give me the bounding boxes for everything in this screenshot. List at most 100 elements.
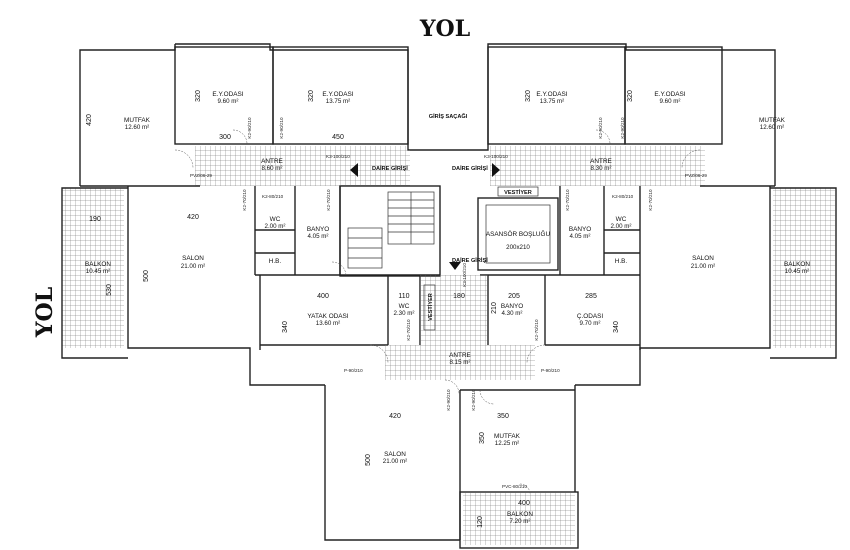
room-name: SALON — [692, 255, 714, 262]
room-name: BANYO — [569, 226, 591, 233]
room-area: 8.15 m² — [450, 359, 471, 366]
room-name: BALKON — [85, 261, 111, 268]
hb-label: H.B. — [269, 258, 282, 265]
room-name: MUTFAK — [759, 117, 786, 124]
room-name: BANYO — [307, 226, 329, 233]
door-tag: K2-70/210 — [534, 319, 539, 341]
door-tag: PVZ/06-29 — [685, 173, 707, 178]
dimension: 500 — [365, 454, 372, 466]
entrance-arrow-icons — [350, 163, 500, 270]
room-name: MUTFAK — [124, 117, 151, 124]
room-name: E.Y.ODASI — [536, 91, 567, 98]
room-name: Ç.ODASI — [577, 313, 604, 320]
dimension: 180 — [453, 293, 465, 300]
dimension: 420 — [389, 413, 401, 420]
room-area: 4.30 m² — [502, 310, 523, 317]
room-area: 8.30 m² — [591, 165, 612, 172]
room-area: 12.25 m² — [495, 440, 519, 447]
door-tag: K2-90/210 — [446, 389, 451, 411]
unit-entrance-label: DAİRE GİRİŞİ — [452, 165, 488, 172]
room-area: 9.70 m² — [580, 320, 601, 327]
road-label-top: YOL — [419, 16, 470, 42]
dimension-labels: 320 320 320 320 300 450 420 420 190 500 … — [86, 90, 634, 528]
room-name: BALKON — [507, 511, 533, 518]
dimension: 400 — [518, 500, 530, 507]
room-name: SALON — [384, 451, 406, 458]
door-tag: K3-100/210 — [484, 154, 508, 159]
dimension: 450 — [332, 134, 344, 141]
room-area: 12.60 m² — [760, 124, 784, 131]
dimension: 120 — [477, 516, 484, 528]
door-tag: K2-80/210 — [262, 194, 284, 199]
door-tag: PVC-80/210 — [502, 484, 527, 489]
coat-closet-label: VESTİYER — [504, 189, 532, 196]
door-swings — [174, 129, 701, 495]
upper-wings-outline — [79, 43, 776, 187]
room-area: 8.60 m² — [262, 165, 283, 172]
door-tag: K3-100/210 — [326, 154, 350, 159]
room-area: 13.60 m² — [316, 320, 340, 327]
dimension: 285 — [585, 293, 597, 300]
dimension: 320 — [308, 90, 315, 102]
door-tag: K2-70/210 — [565, 189, 570, 211]
room-name: ASANSÖR BOŞLUĞU — [486, 229, 551, 238]
dimension: 110 — [398, 293, 409, 300]
dimension: 320 — [525, 90, 532, 102]
dimension: 300 — [219, 134, 231, 141]
room-area: 21.00 m² — [691, 263, 715, 270]
dimension: 340 — [282, 321, 289, 333]
door-tag: K2-70/210 — [648, 189, 653, 211]
door-tag: K3-100/210 — [462, 263, 467, 287]
coat-closet-label: VESTİYER — [427, 293, 434, 321]
room-name: YATAK ODASI — [307, 313, 348, 320]
room-area: 10.45 m² — [785, 268, 809, 275]
lower-wing-walls — [324, 385, 576, 541]
arrow-down-icon — [449, 262, 461, 270]
road-label-left: YOL — [32, 287, 58, 338]
stair-core — [339, 185, 559, 277]
room-name: E.Y.ODASI — [654, 91, 685, 98]
door-tag: K2-90/210 — [471, 389, 476, 411]
dimension: 530 — [106, 284, 113, 296]
room-area: 4.05 m² — [570, 233, 591, 240]
arrow-right-icon — [492, 163, 500, 177]
dimension: 210 — [491, 302, 498, 314]
room-area: 13.75 m² — [326, 98, 350, 105]
room-name: WC — [399, 303, 410, 310]
room-area: 2.00 m² — [611, 223, 632, 230]
room-name: BALKON — [784, 261, 810, 268]
room-name: ANTRE — [449, 352, 471, 359]
room-name: E.Y.ODASI — [322, 91, 353, 98]
room-area: 2.30 m² — [394, 310, 415, 317]
entrance-canopy-label: GİRİŞ SAÇAĞI — [429, 112, 468, 120]
dimension: 350 — [497, 413, 509, 420]
door-tag: K2-90/210 — [598, 117, 603, 139]
room-area: 21.00 m² — [181, 263, 205, 270]
room-area: 4.05 m² — [308, 233, 329, 240]
dimension: 340 — [613, 321, 620, 333]
room-name: WC — [616, 216, 627, 223]
door-tag: PVZ/06-29 — [190, 173, 212, 178]
door-tags: K2-90/210 K2-90/210 K2-90/210 K2-90/210 … — [190, 117, 707, 489]
corridor-hatch — [62, 146, 835, 545]
room-area: 7.20 m² — [510, 518, 531, 525]
door-tag: P-90/210 — [344, 368, 363, 373]
annotation-labels: GİRİŞ SAÇAĞI H.B. H.B. VESTİYER VESTİYER… — [269, 112, 627, 331]
door-tag: K2-80/210 — [612, 194, 634, 199]
room-area: 9.60 m² — [218, 98, 239, 105]
room-area: 13.75 m² — [540, 98, 564, 105]
dimension: 320 — [627, 90, 634, 102]
room-name: ANTRE — [261, 158, 283, 165]
door-tag: K2-90/210 — [247, 117, 252, 139]
room-area: 2.00 m² — [265, 223, 286, 230]
room-name: E.Y.ODASI — [212, 91, 243, 98]
door-tag: K2-90/210 — [620, 117, 625, 139]
door-tag: K2-70/210 — [242, 189, 247, 211]
room-area: 200x210 — [506, 244, 530, 251]
door-tag: K2-70/210 — [326, 189, 331, 211]
room-name: ANTRE — [590, 158, 612, 165]
room-name: MUTFAK — [494, 433, 521, 440]
dimension: 320 — [195, 90, 202, 102]
arrow-left-icon — [350, 163, 358, 177]
